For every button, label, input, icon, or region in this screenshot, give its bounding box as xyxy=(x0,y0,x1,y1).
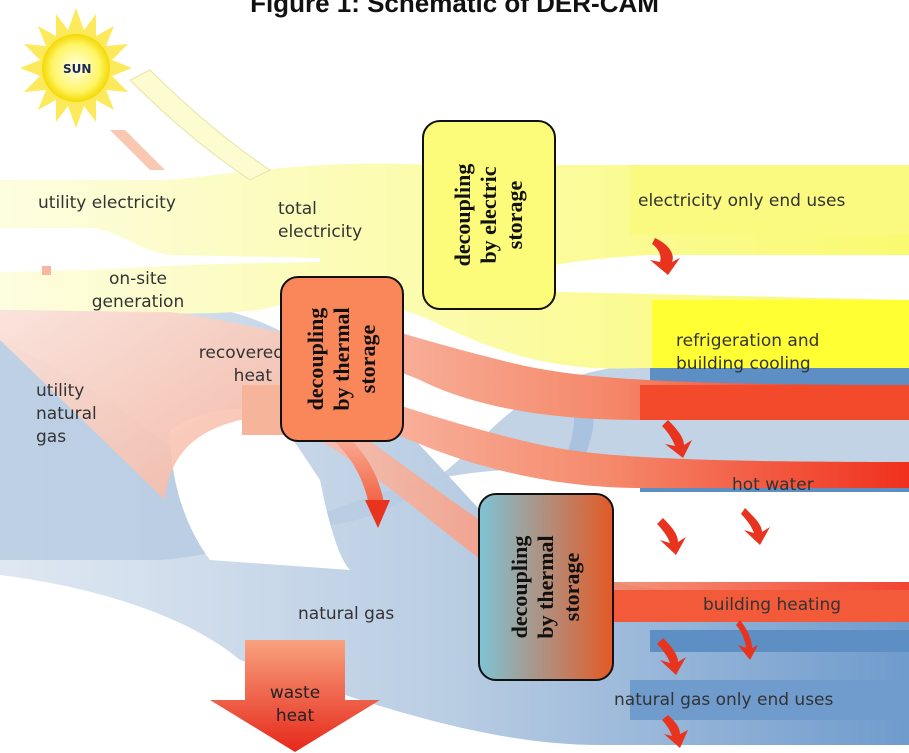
electric-storage-box: decoupling by electric storage xyxy=(422,120,556,310)
arrow-icon-gas-loss xyxy=(662,715,688,748)
white-cutout-middle xyxy=(170,409,350,570)
figure-title: Figure 1: Schematic of DER-CAM xyxy=(250,0,659,18)
label-building-heating: building heating xyxy=(703,595,842,615)
label-natural-gas-only: natural gas only end uses xyxy=(614,690,834,710)
label-total-electricity: total electricity xyxy=(278,199,363,242)
thermal-storage-box-1: decoupling by thermal storage xyxy=(280,276,404,442)
arrow-icon-elec-loss xyxy=(650,238,680,275)
label-hot-water: hot water xyxy=(732,475,814,495)
cooling-red-band xyxy=(640,385,909,420)
solar-stream xyxy=(129,69,271,181)
arrow-icon-heat-down xyxy=(365,500,390,528)
onsite-gen-marker xyxy=(42,266,51,275)
white-cutout-lower xyxy=(0,575,260,752)
solar-pv-stream xyxy=(110,130,165,170)
label-utility-natural-gas: utility natural gas xyxy=(36,381,97,447)
label-waste-heat: waste heat xyxy=(269,683,321,726)
sun-icon xyxy=(20,8,132,128)
heat-down-stream xyxy=(320,420,385,510)
electric-only-band xyxy=(630,165,909,235)
white-cutout-upper xyxy=(0,228,320,272)
label-electricity-only: electricity only end uses xyxy=(638,191,846,211)
arrow-icon-heating-loss-2 xyxy=(736,620,758,660)
sun-label: SUN xyxy=(63,62,92,76)
label-recovered-heat: recovered heat xyxy=(198,343,284,386)
waste-heat-arrow xyxy=(210,640,380,752)
label-natural-gas: natural gas xyxy=(298,604,395,624)
arrow-icon-hotwater-loss-2 xyxy=(741,508,770,545)
arrow-icon-cooling-loss xyxy=(662,420,692,458)
label-onsite-generation: on-site generation xyxy=(91,269,185,312)
arrow-icon-heating-loss-1 xyxy=(657,638,686,675)
thermal-storage-box-2: decoupling by thermal storage xyxy=(478,493,614,681)
gas-branch-only xyxy=(630,680,909,720)
gas-branch-cooling xyxy=(650,366,909,388)
refrigeration-band xyxy=(652,300,909,368)
gas-branch-lower xyxy=(650,630,909,652)
label-refrigeration: refrigeration and building cooling xyxy=(676,331,820,374)
label-utility-electricity: utility electricity xyxy=(38,193,176,213)
building-heating-band xyxy=(600,590,909,622)
heat-to-hotwater xyxy=(300,370,909,488)
arrow-icon-hotwater-loss-1 xyxy=(657,518,686,555)
recovered-heat-left xyxy=(0,310,300,500)
